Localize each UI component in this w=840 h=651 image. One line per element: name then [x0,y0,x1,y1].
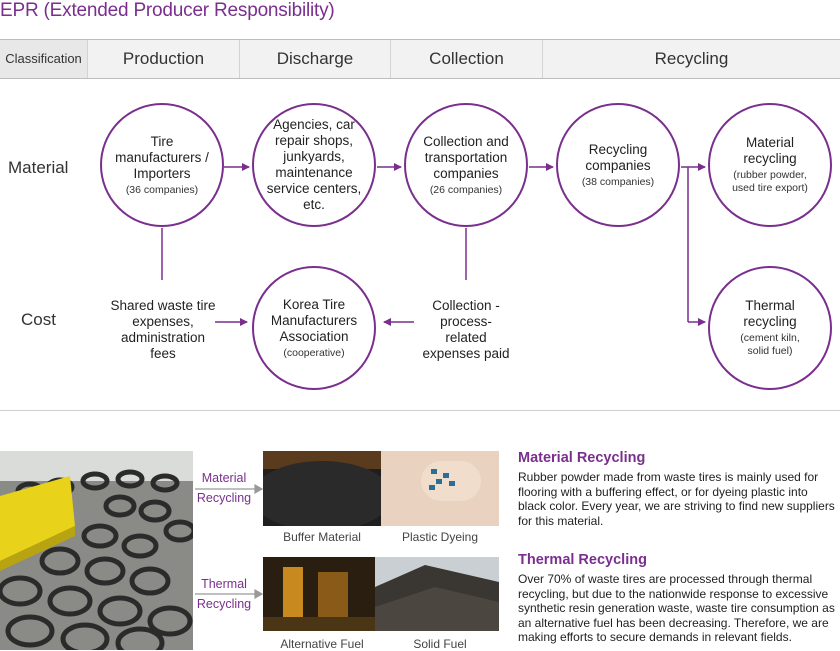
thermal-recycling-text: Over 70% of waste tires are processed th… [518,572,835,645]
node-tire-manufacturers: Tire manufacturers / Importers (36 compa… [100,103,224,227]
node-material-recycling: Material recycling (rubber powder, used … [708,103,832,227]
row-label-cost: Cost [21,310,56,329]
node-agencies: Agencies, car repair shops, junkyards, m… [252,103,376,227]
caption-alternative-fuel: Alternative Fuel [280,637,364,651]
plastic-dyeing-photo [381,451,499,526]
header-classification: Classification [0,40,87,78]
node-thermal-recycling: Thermal recycling (cement kiln, solid fu… [708,266,832,390]
caption-plastic-dyeing: Plastic Dyeing [401,530,479,544]
node-recycling-companies: Recycling companies (38 companies) [556,103,680,227]
table-header: Classification Production Discharge Coll… [0,39,840,79]
row-label-material: Material [8,158,69,177]
caption-buffer-material: Buffer Material [283,530,361,544]
tire-pile-photo [0,451,193,650]
header-recycling: Recycling [542,40,840,78]
node-korea-tire-association: Korea Tire Manufacturers Association (co… [252,266,376,390]
solid-fuel-photo [375,557,499,631]
caption-solid-fuel: Solid Fuel [413,637,467,651]
header-collection: Collection [390,40,542,78]
cost-collection-paid: Collection - process- related expenses p… [422,298,510,361]
alternative-fuel-photo [263,557,375,631]
flow-connectors [161,163,706,326]
node-collection-companies: Collection and transportation companies … [404,103,528,227]
flow-label-arrows [195,483,263,600]
header-production: Production [87,40,239,78]
flow-label-thermal: Thermal Recycling [196,577,252,611]
material-recycling-text: Rubber powder made from waste tires is m… [518,470,835,528]
cost-shared-expenses: Shared waste tire expenses, administrati… [110,298,216,361]
section-divider [0,410,840,411]
page-title: EPR (Extended Producer Responsibility) [0,0,335,21]
header-discharge: Discharge [239,40,390,78]
buffer-material-photo [263,451,381,526]
thermal-recycling-title: Thermal Recycling [518,552,647,568]
material-recycling-title: Material Recycling [518,450,646,466]
flow-label-material: Material Recycling [196,471,252,505]
